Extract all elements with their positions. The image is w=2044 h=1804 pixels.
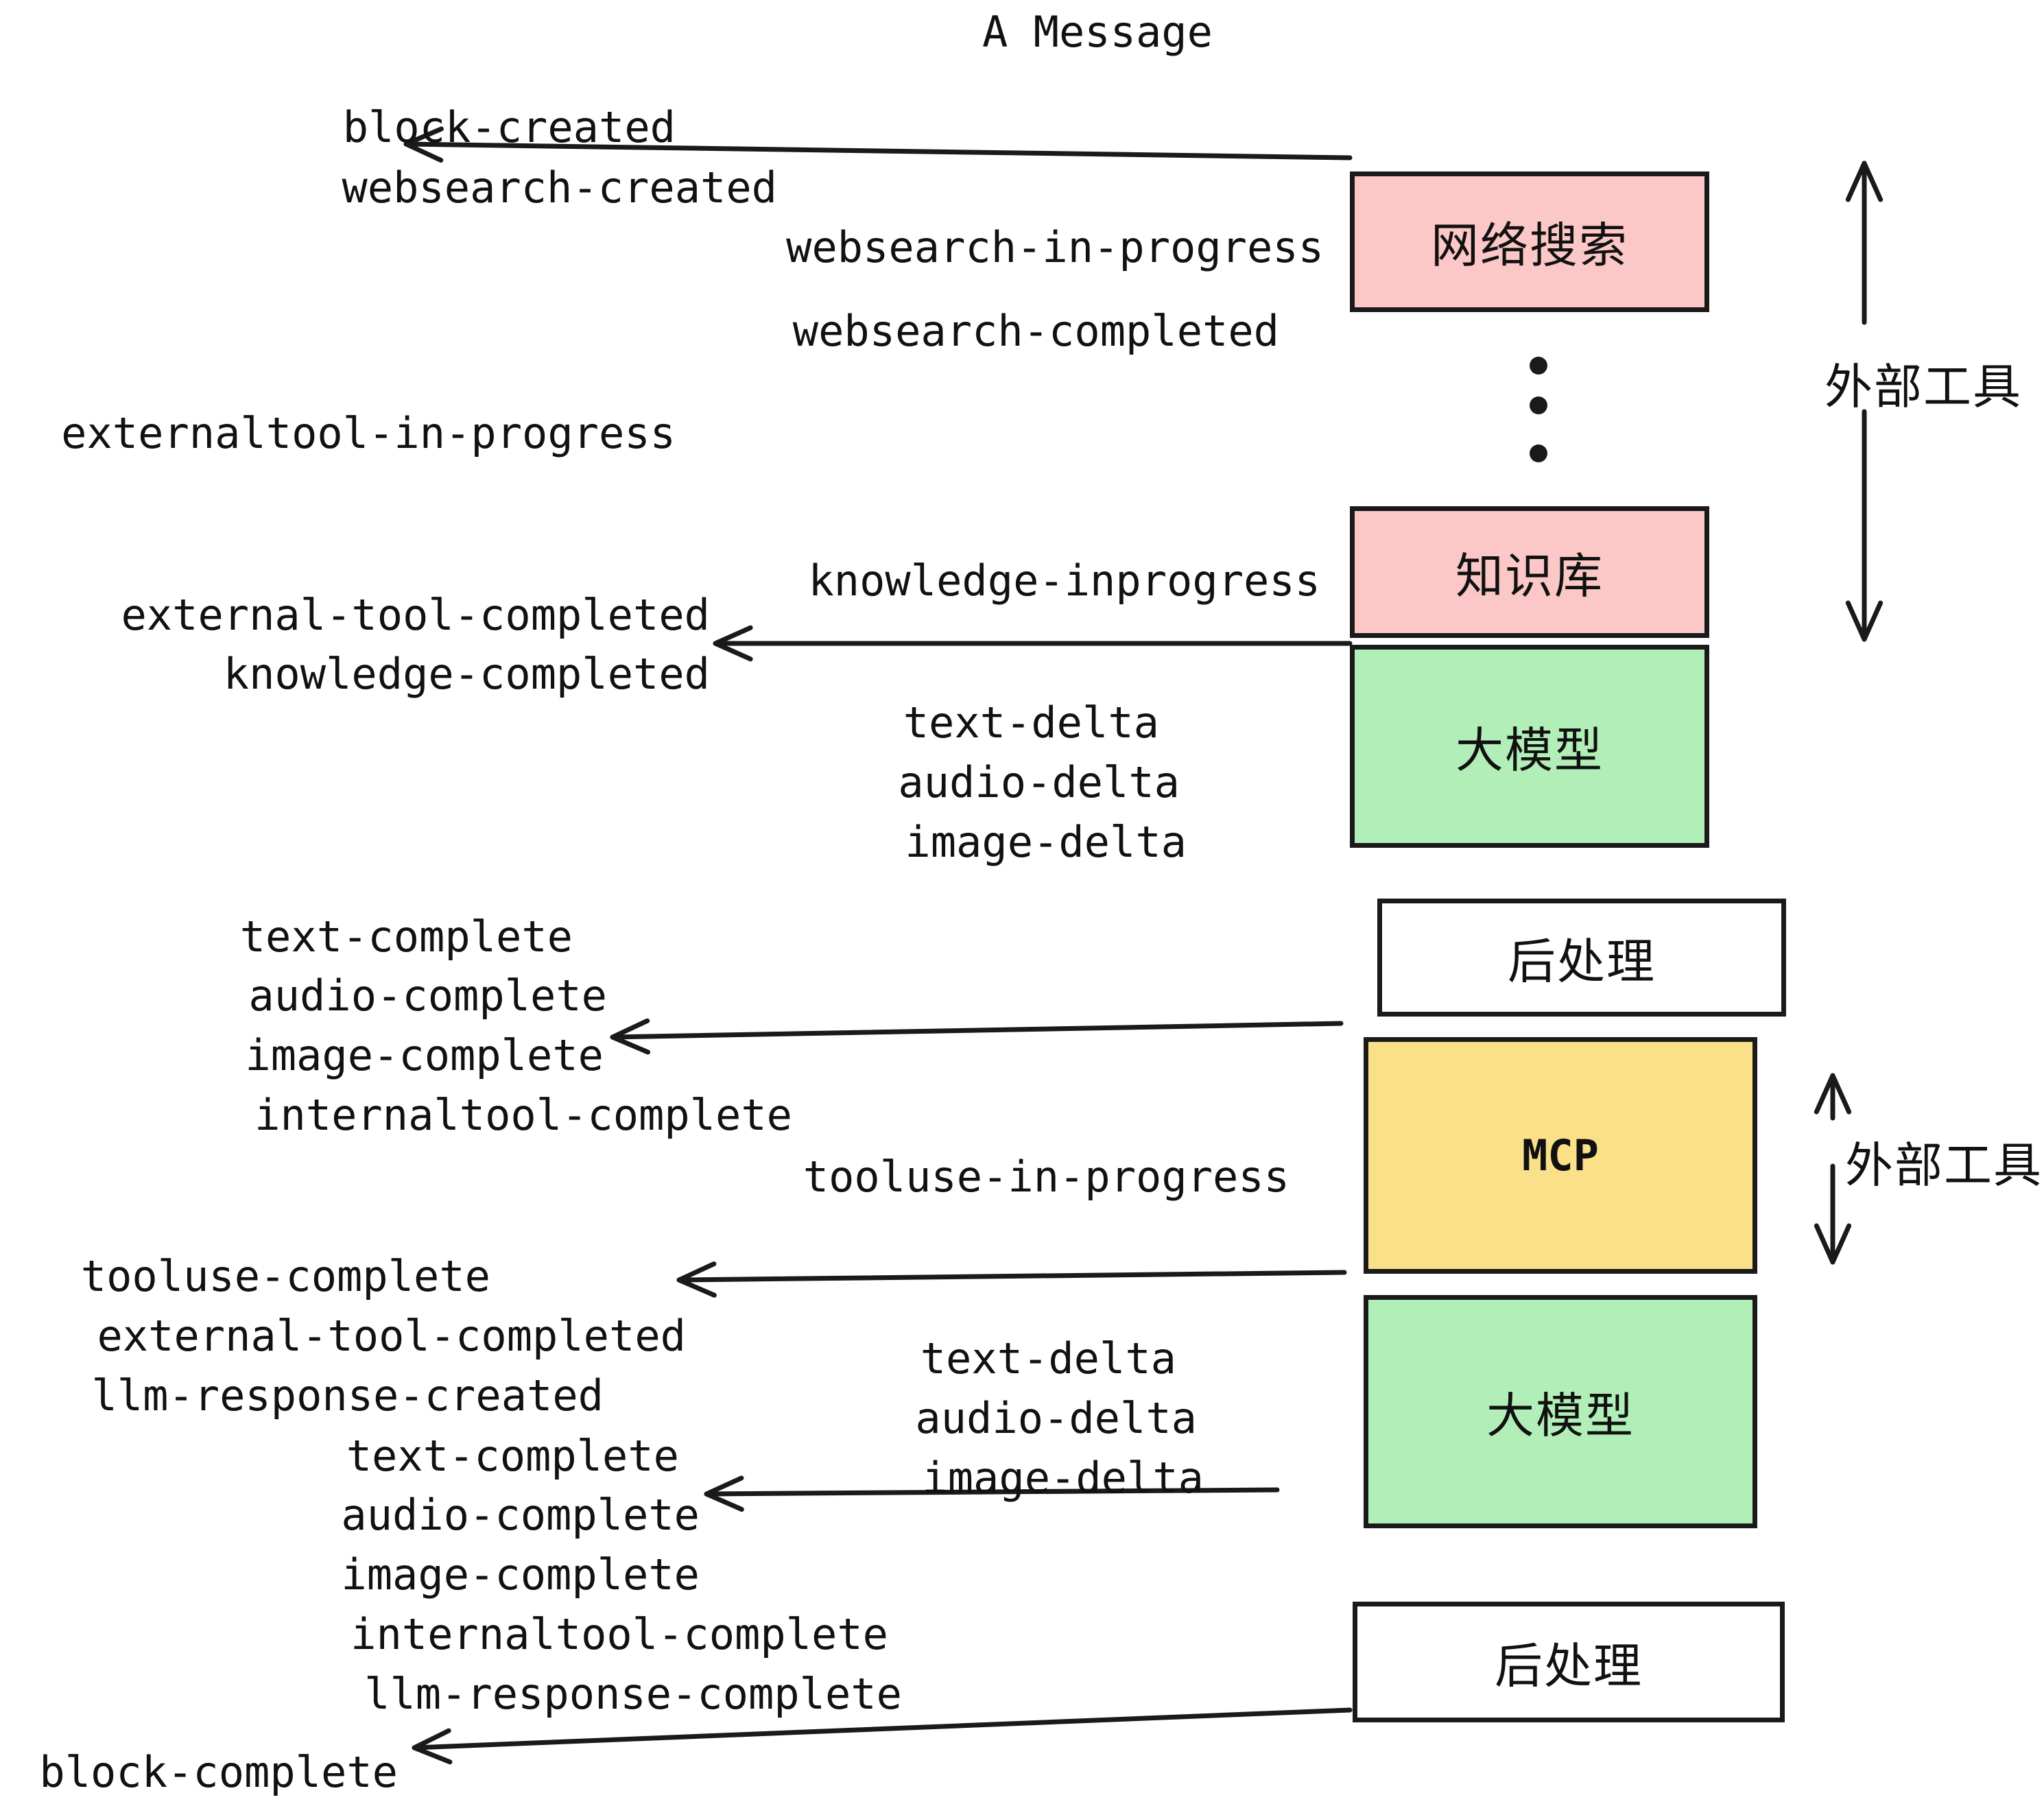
event-label: external-tool-completed [121, 590, 710, 640]
ellipsis-dot [1530, 396, 1547, 414]
node-box-llm-2: 大模型 [1364, 1295, 1757, 1528]
event-label: text-complete [239, 912, 573, 962]
node-box-mcp: MCP [1364, 1037, 1757, 1274]
external-tool-bracket-label: 外部工具 [1845, 1137, 2043, 1194]
event-label: block-complete [39, 1747, 398, 1797]
arrow-block-complete-head [412, 1728, 453, 1765]
event-label: external-tool-completed [97, 1311, 686, 1361]
arrow-image-complete [610, 1021, 1344, 1040]
event-label: websearch-created [342, 163, 777, 213]
event-label: text-delta [920, 1333, 1176, 1384]
external-tool-bracket-bottom-arrow-down [1814, 1223, 1852, 1265]
arrow-knowledge-done-head [713, 625, 753, 662]
event-label: tooluse-in-progress [803, 1152, 1290, 1202]
arrow-tooluse-complete-head [676, 1261, 717, 1298]
event-label: tooluse-complete [80, 1251, 490, 1301]
event-label: image-complete [245, 1030, 604, 1080]
event-label: audio-complete [341, 1490, 700, 1540]
node-box-llm-1: 大模型 [1350, 645, 1709, 848]
event-label: knowledge-inprogress [808, 556, 1320, 606]
external-tool-bracket-top-arrow-down [1845, 600, 1883, 642]
event-label: image-delta [905, 817, 1187, 867]
event-label: knowledge-completed [223, 649, 710, 699]
event-label: image-delta [922, 1453, 1204, 1503]
event-label: websearch-in-progress [786, 222, 1324, 272]
event-label: llm-response-created [91, 1370, 604, 1421]
node-box-postprocess-2: 后处理 [1353, 1602, 1785, 1722]
external-tool-bracket-label: 外部工具 [1825, 359, 2022, 415]
external-tool-bracket-top-arrow-up [1845, 161, 1883, 202]
node-box-postprocess-1: 后处理 [1377, 899, 1786, 1017]
ellipsis-dot [1530, 357, 1547, 375]
arrow-image-complete-head [610, 1018, 651, 1055]
event-label: block-created [342, 102, 676, 152]
node-box-knowledge: 知识库 [1350, 506, 1709, 638]
event-label: llm-response-complete [364, 1669, 902, 1719]
event-label: websearch-completed [792, 306, 1279, 356]
event-label: internaltool-complete [350, 1609, 888, 1659]
event-label: text-complete [346, 1431, 679, 1481]
external-tool-bracket-bottom-arrow-up [1814, 1073, 1852, 1115]
event-label: image-complete [341, 1550, 700, 1600]
event-label: externaltool-in-progress [61, 408, 676, 458]
ellipsis-dot [1530, 444, 1547, 462]
arrow-tooluse-complete [676, 1270, 1347, 1283]
event-label: audio-delta [915, 1393, 1197, 1443]
page-title: A Message [982, 7, 1213, 57]
event-label: audio-delta [898, 757, 1180, 807]
node-box-websearch: 网络搜索 [1350, 171, 1709, 312]
event-label: audio-complete [248, 971, 607, 1021]
event-label: internaltool-complete [254, 1090, 792, 1140]
event-label: text-delta [903, 698, 1159, 748]
